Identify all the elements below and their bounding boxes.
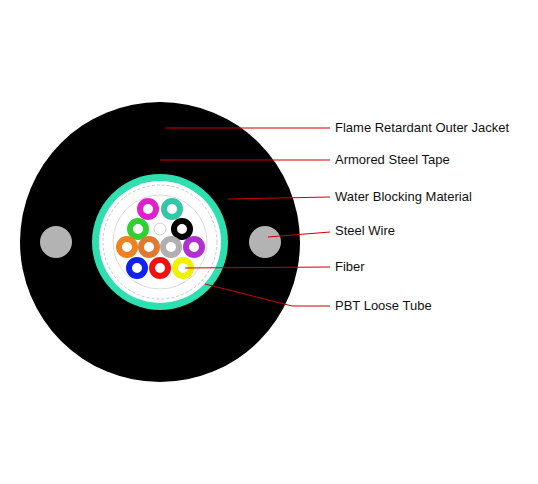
pbt-loose-tube (113, 195, 207, 289)
steel-wire (249, 226, 281, 258)
part-label: Steel Wire (334, 223, 396, 239)
armored-steel-tape (92, 174, 228, 310)
part-label: Armored Steel Tape (334, 152, 451, 168)
fibers (119, 201, 202, 276)
part-label: Water Blocking Material (334, 189, 473, 205)
part-label: Fiber (334, 259, 366, 275)
part-label: PBT Loose Tube (334, 298, 433, 314)
part-label: Flame Retardant Outer Jacket (334, 120, 510, 136)
steel-wire (40, 226, 72, 258)
water-blocking-ring (103, 185, 217, 299)
water-blocking (99, 181, 221, 303)
outer-jacket (20, 102, 300, 382)
leader-lines (160, 128, 330, 306)
